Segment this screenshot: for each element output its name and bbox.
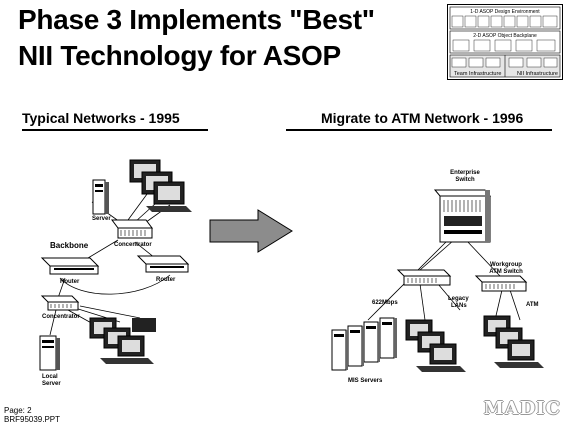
typical-network-diagram: Server Concentrator Backbone Router Rout… [39, 159, 192, 387]
local-server-label-line-1: Local [42, 374, 58, 380]
legacy-workstations-icon [405, 319, 466, 372]
local-server-icon [39, 335, 60, 371]
link-speed-label: 622Mbps [372, 300, 398, 306]
concentrator-bottom-icon [40, 295, 80, 311]
page-number: Page: 2 [4, 406, 32, 415]
left-heading-rule [22, 129, 208, 131]
architecture-thumbnail: 1-D ASOP Design Environment 2-D ASOP Obj… [447, 4, 563, 80]
atm-network-diagram: Enterprise Switch Workgroup ATM Switch 6… [331, 170, 544, 384]
backbone-label: Backbone [50, 241, 89, 250]
madic-logo: MADIC [483, 398, 561, 419]
enterprise-switch-icon [433, 189, 492, 243]
atm-workstations-icon [483, 315, 544, 368]
enterprise-switch-label-line-1: Enterprise [450, 170, 480, 176]
left-section-heading: Typical Networks - 1995 [22, 110, 180, 126]
right-heading-rule [286, 129, 552, 131]
server-icon [92, 179, 109, 215]
slide-title-line-2: NII Technology for ASOP [18, 40, 341, 71]
mis-servers-icon [331, 317, 397, 371]
legacy-lans-label-line-1: Legacy [448, 296, 469, 302]
thumbnail-middle-label: 2-D ASOP Object Backplane [473, 33, 537, 39]
local-server-label-line-2: Server [42, 381, 61, 387]
workstation-group-bottom-icon [89, 317, 156, 364]
right-section-heading: Migrate to ATM Network - 1996 [321, 110, 524, 126]
thumbnail-bottom-left-label: Team Infrastructure [454, 71, 501, 77]
file-name: BRF95039.PPT [4, 415, 61, 424]
workgroup-switch-label-line-1: Workgroup [490, 262, 522, 268]
server-label: Server [92, 216, 111, 222]
router-right-label: Router [156, 277, 176, 283]
concentrator-top-icon [111, 219, 153, 239]
router-left-label: Router [60, 279, 80, 285]
thumbnail-bottom-right-label: NII Infrastructure [517, 71, 558, 77]
workgroup-atm-switch-icon [474, 275, 528, 292]
legacy-lans-label-line-2: LANs [451, 303, 467, 309]
concentrator-bottom-label: Concentrator [42, 314, 80, 320]
slide-title-line-1: Phase 3 Implements "Best" [18, 4, 375, 35]
workgroup-switch-label-line-2: ATM Switch [489, 269, 523, 275]
enterprise-switch-label-line-2: Switch [455, 177, 475, 183]
workstation-group-top-icon [129, 159, 192, 212]
router-right-icon [136, 255, 190, 273]
legacy-switch-icon [396, 269, 452, 286]
mis-servers-label: MIS Servers [348, 378, 383, 384]
router-left-icon [40, 257, 100, 275]
thumbnail-top-label: 1-D ASOP Design Environment [470, 9, 540, 15]
concentrator-top-label: Concentrator [114, 242, 152, 248]
atm-label: ATM [526, 302, 539, 308]
migration-arrow-icon [209, 209, 293, 253]
